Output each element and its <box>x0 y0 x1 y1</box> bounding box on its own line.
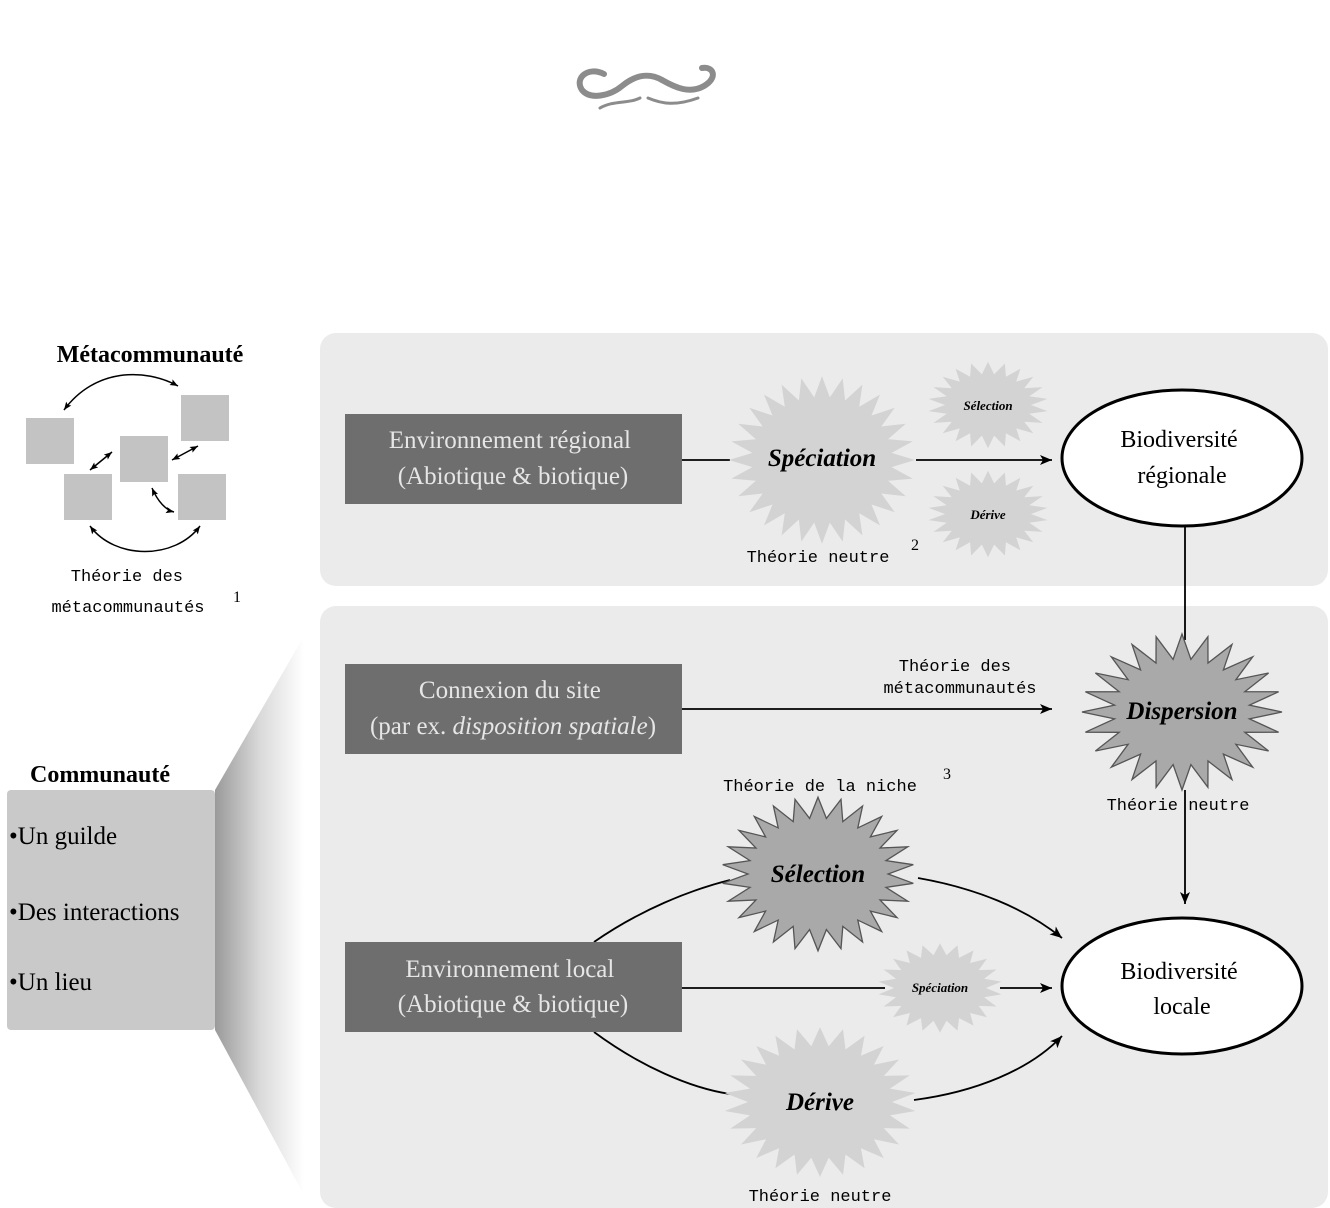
regional-speciation-label: Spéciation <box>768 445 876 472</box>
niche-theory-ref: 3 <box>943 766 951 783</box>
dispersion-star <box>1081 632 1283 792</box>
metacommunity-patches <box>26 395 229 520</box>
regional-neutral-theory-ref: 2 <box>911 537 919 554</box>
local-biodiversity-node <box>1060 916 1304 1056</box>
local-selection-star <box>722 795 914 953</box>
regional-environment-box <box>345 414 682 504</box>
regional-speciation-star <box>729 376 915 544</box>
edge-selection-to-local-biodiv <box>917 877 1063 939</box>
local-environment-label: Environnement local (Abiotique & biotiqu… <box>398 956 629 1018</box>
site-connection-label: Connexion du site (par ex. disposition s… <box>370 677 656 740</box>
connection-metacommunity-theory-label: Théorie des métacommunautés <box>883 658 1036 699</box>
local-drift-label: Dérive <box>785 1089 854 1116</box>
edge-drift-to-local-biodiv <box>913 1035 1063 1101</box>
patch-3 <box>120 436 168 482</box>
community-list: •Un guilde •Des interactions •Un lieu <box>9 823 180 996</box>
ornament <box>576 64 716 110</box>
patch-4 <box>64 474 112 520</box>
regional-neutral-theory-label: Théorie neutre <box>747 549 890 568</box>
local-selection-label: Sélection <box>771 861 865 888</box>
community-title: Communauté <box>30 762 170 788</box>
metacommunity-title: Métacommunauté <box>57 342 244 368</box>
local-drift-star <box>724 1027 916 1177</box>
drift-neutral-theory-label: Théorie neutre <box>749 1188 892 1207</box>
zoom-funnel <box>215 636 304 1195</box>
local-speciation-star <box>878 943 1002 1033</box>
regional-biodiversity-node <box>1060 388 1304 528</box>
local-environment-box <box>345 942 682 1032</box>
regional-environment-label: Environnement régional (Abiotique & biot… <box>389 427 638 490</box>
niche-theory-label: Théorie de la niche <box>723 778 917 797</box>
local-biodiversity-label: Biodiversité locale <box>1120 959 1243 1020</box>
metacommunity-dispersal-arrows <box>63 373 201 553</box>
regional-drift-star <box>928 470 1048 558</box>
patch-2 <box>181 395 229 441</box>
site-connection-box <box>345 664 682 754</box>
community-item-place: •Un lieu <box>9 969 93 996</box>
local-speciation-label: Spéciation <box>912 980 968 995</box>
metacommunity-ref: 1 <box>233 589 241 606</box>
dispersion-label: Dispersion <box>1125 698 1237 725</box>
edge-local-env-to-selection <box>593 879 731 943</box>
patch-1 <box>26 418 74 464</box>
regional-selection-label: Sélection <box>963 398 1012 413</box>
dispersion-neutral-theory-label: Théorie neutre <box>1107 797 1250 816</box>
patch-5 <box>178 474 226 520</box>
community-box <box>7 790 215 1030</box>
metacommunity-theory-label: Théorie des métacommunautés <box>51 568 204 618</box>
regional-biodiversity-label: Biodiversité régionale <box>1120 427 1243 489</box>
connectors <box>593 455 1190 1101</box>
regional-selection-star <box>928 361 1048 449</box>
community-item-interactions: •Des interactions <box>9 899 180 926</box>
edge-local-env-to-drift <box>593 1031 731 1095</box>
community-item-guild: •Un guilde <box>9 823 117 850</box>
regional-drift-label: Dérive <box>969 507 1006 522</box>
